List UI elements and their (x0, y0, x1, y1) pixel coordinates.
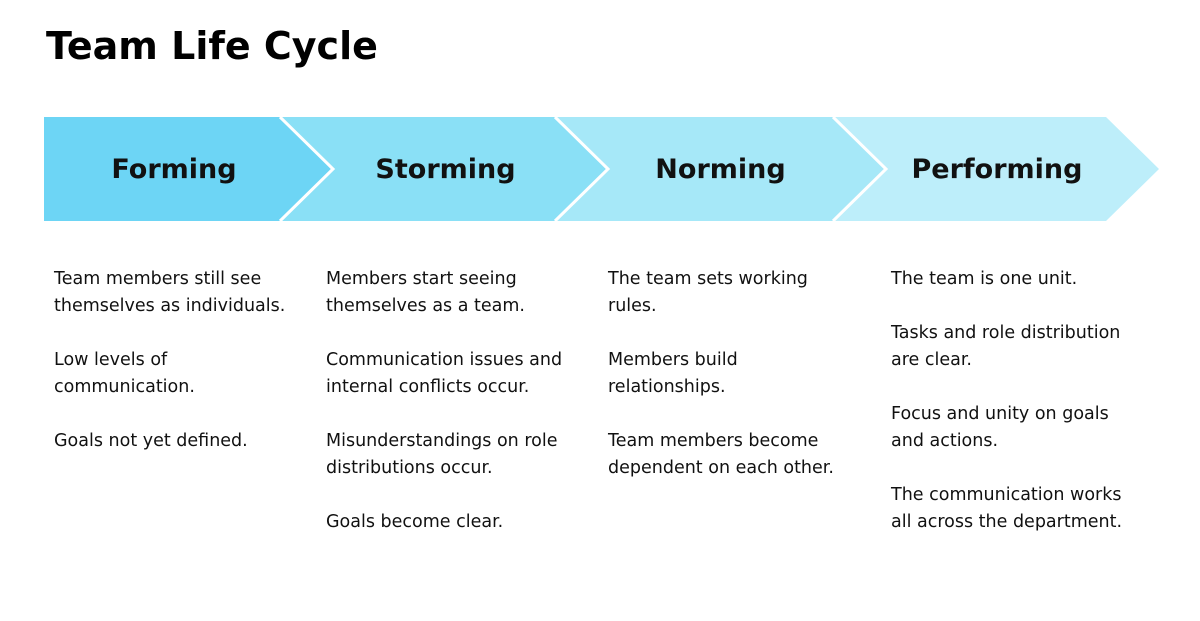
description-point: Tasks and role distribution are clear. (891, 323, 1121, 370)
description-point: The team is one unit. (891, 269, 1078, 289)
page-title: Team Life Cycle (46, 24, 378, 68)
description-point: The communication works all across the d… (891, 485, 1123, 532)
forming-description: Team members still see themselves as ind… (54, 266, 299, 482)
performing-description: The team is one unit. Tasks and role dis… (891, 266, 1141, 563)
description-point: Communication issues and internal confli… (326, 350, 563, 397)
description-point: Misunderstandings on role distributions … (326, 431, 558, 478)
norming-description: The team sets working rules. Members bui… (608, 266, 858, 509)
description-point: Focus and unity on goals and actions. (891, 404, 1109, 451)
chevron-norming (555, 117, 886, 221)
chevron-performing (833, 117, 1159, 221)
description-point: Members start seeing themselves as a tea… (326, 269, 525, 316)
stage-label-performing: Performing (911, 154, 1083, 185)
chevron-forming (44, 117, 333, 221)
chevron-storming (280, 117, 608, 221)
description-point: Members build relationships. (608, 350, 738, 397)
storming-description: Members start seeing themselves as a tea… (326, 266, 581, 563)
description-point: Team members still see themselves as ind… (54, 269, 286, 316)
stage-label-storming: Storming (375, 154, 516, 185)
description-point: Low levels of communication. (54, 350, 195, 397)
chevron-separator (553, 115, 611, 223)
stage-label-norming: Norming (655, 154, 786, 185)
description-point: Goals not yet defined. (54, 431, 248, 451)
description-point: The team sets working rules. (608, 269, 808, 316)
description-point: Team members become dependent on each ot… (608, 431, 834, 478)
chevron-separator (278, 115, 336, 223)
description-point: Goals become clear. (326, 512, 504, 532)
stage-label-forming: Forming (111, 154, 237, 185)
chevron-separator (831, 115, 889, 223)
